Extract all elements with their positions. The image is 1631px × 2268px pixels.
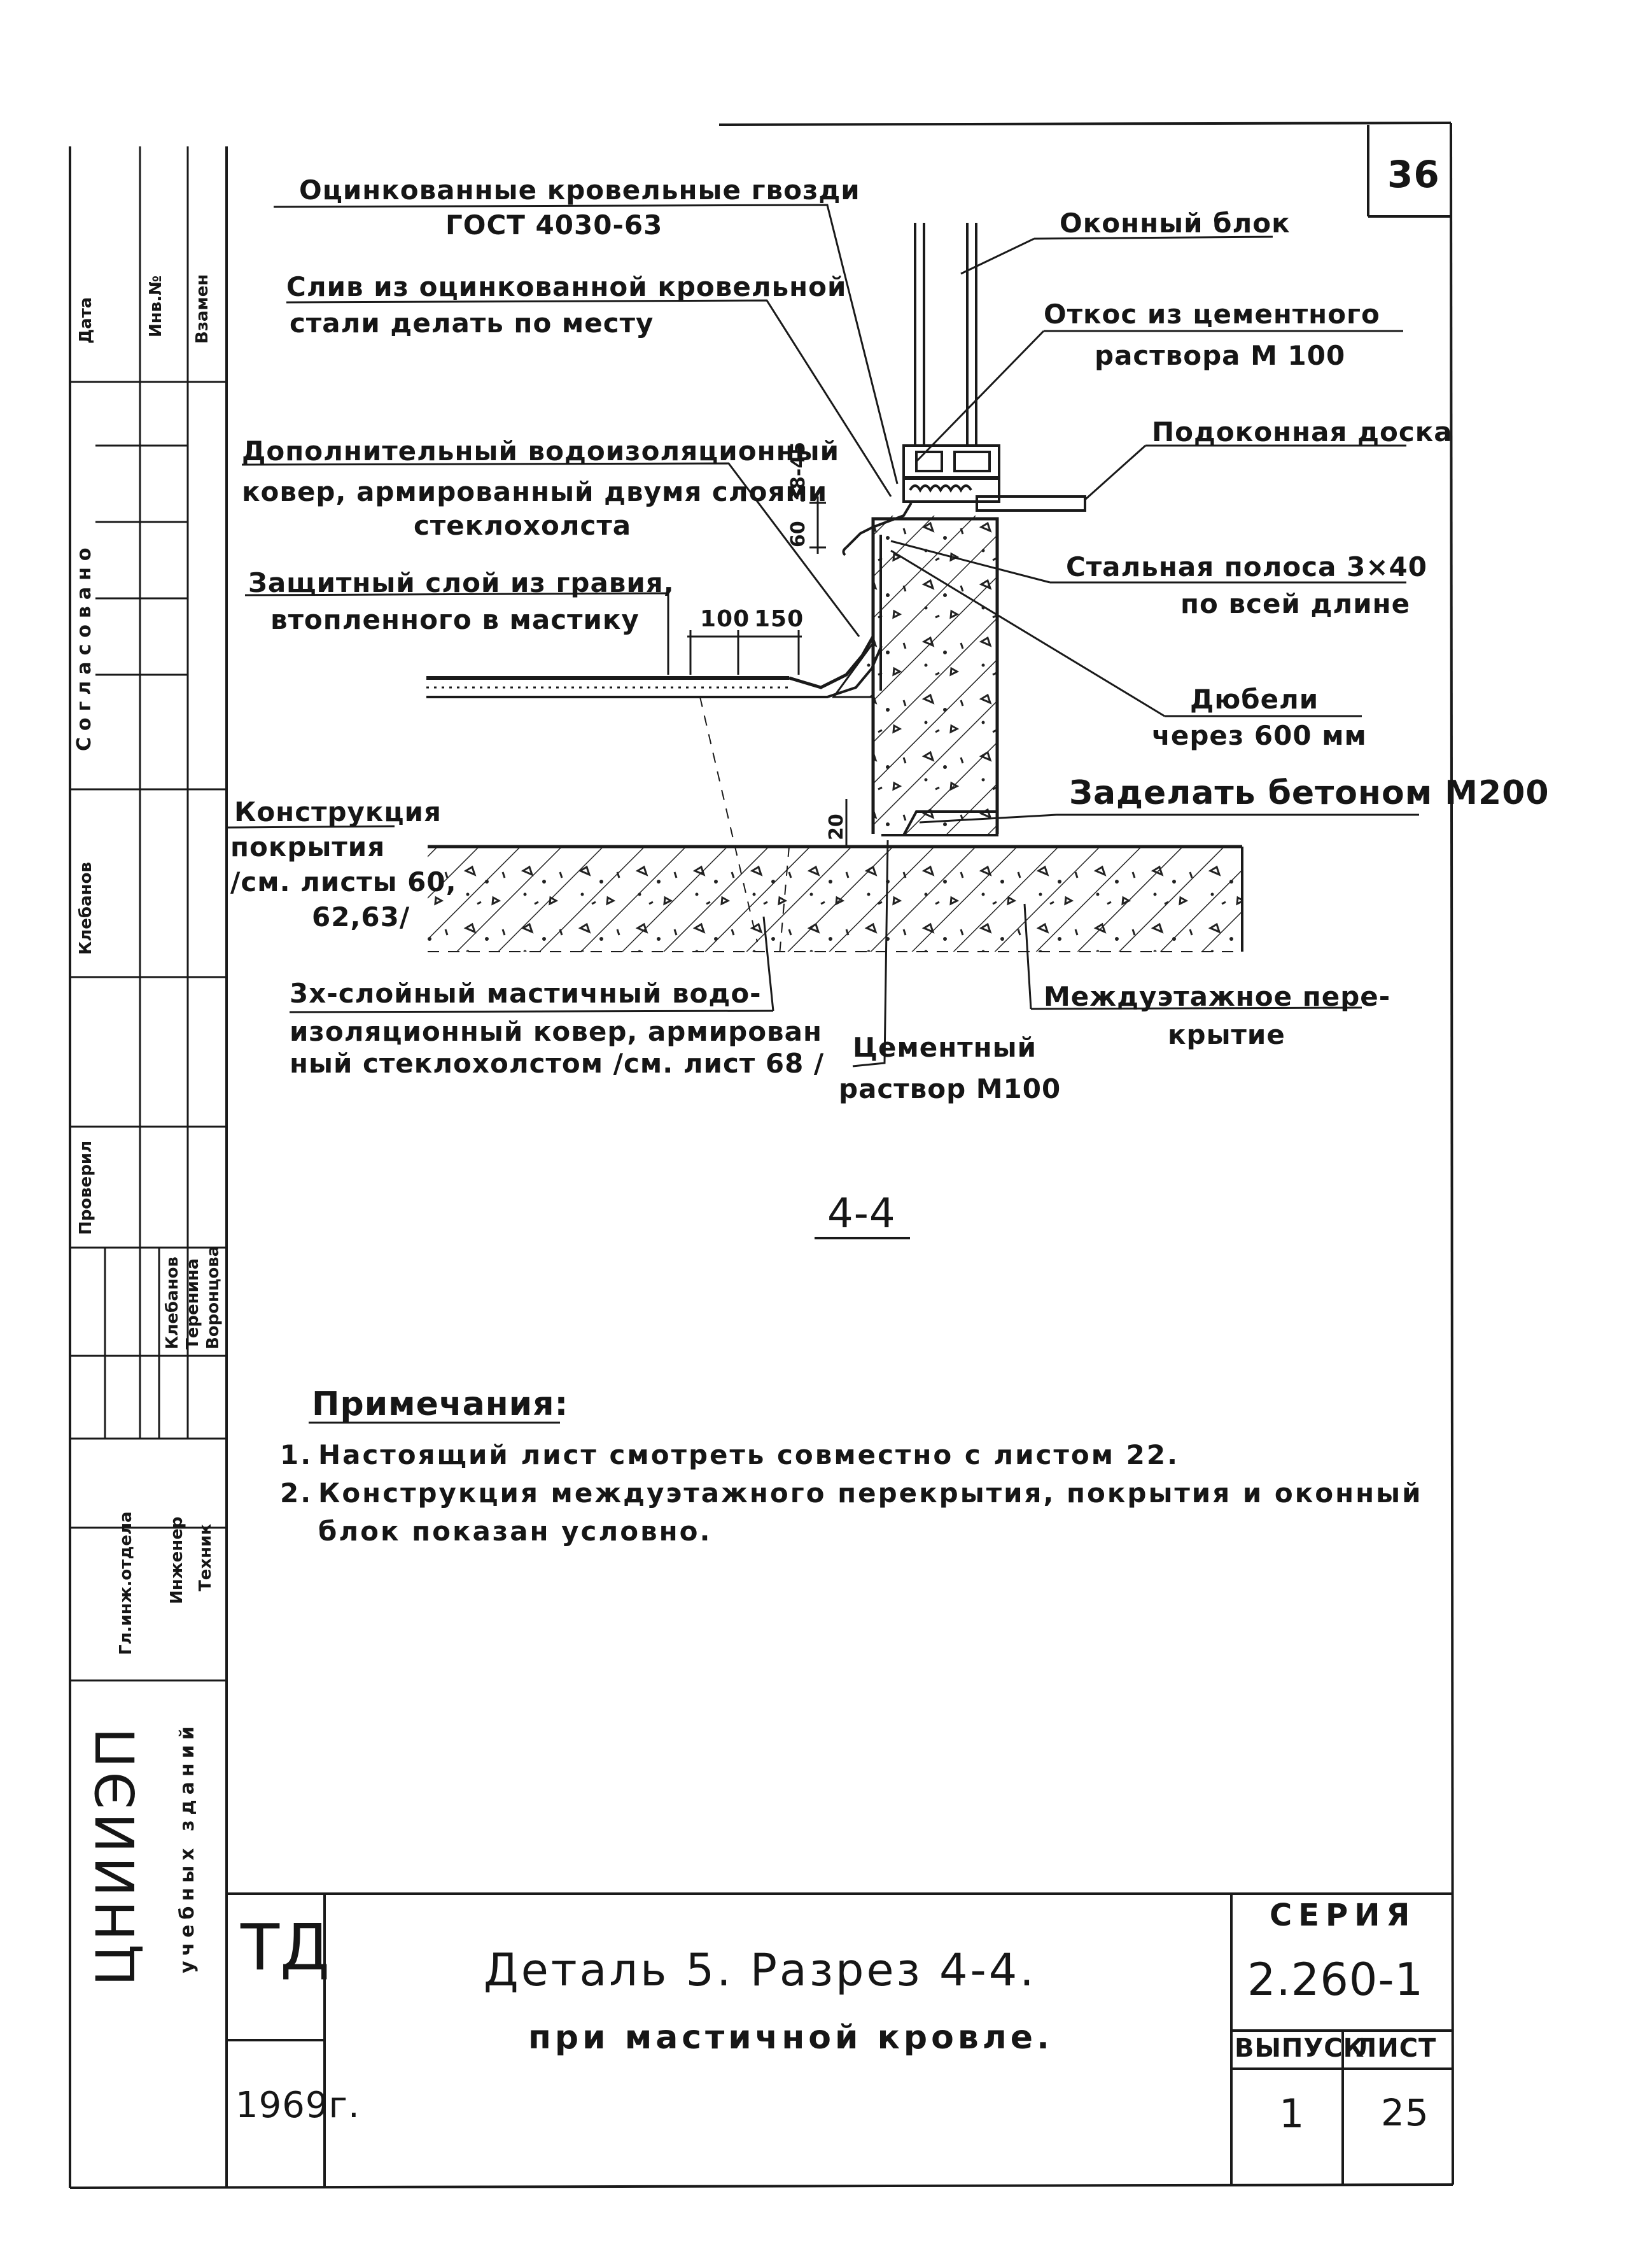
stamp-klebanov: Клебанов <box>76 862 95 955</box>
stamp-org: ЦНИИЭП <box>85 1724 147 1986</box>
callout-dowels: Дюбели <box>1190 684 1319 715</box>
callout-steel-strip-2: по всей длине <box>1180 588 1411 619</box>
issue-label: ВЫПУСК <box>1235 2034 1365 2063</box>
callout-cement-mortar-2: раствор М100 <box>839 1073 1061 1104</box>
callout-extra-carpet-3: стеклохолста <box>414 510 632 541</box>
construction-lines <box>699 696 790 955</box>
callout-mastic-carpet-3: ный стеклохолстом /см. лист 68 / <box>290 1048 825 1079</box>
callout-mastic-carpet: 3х-слойный мастичный водо- <box>290 978 762 1009</box>
dim-150: 150 <box>754 606 804 632</box>
sheet-number: 36 <box>1387 153 1440 196</box>
stamp-org-sub: учебных зданий <box>176 1721 199 1973</box>
wall-parapet <box>871 516 999 836</box>
title-td: ТД <box>241 1910 331 1985</box>
stamp-name-1: Клебанов <box>163 1257 182 1349</box>
callout-extra-carpet: Дополнительный водоизоляционный <box>242 435 840 467</box>
callout-roof-construction-2: покрытия <box>230 831 386 863</box>
floor-slab <box>428 845 1243 952</box>
stamp-role-3: Техник <box>196 1524 215 1591</box>
callout-drip-2: стали делать по месту <box>290 307 654 339</box>
stamp-name-3: Воронцова <box>204 1245 223 1349</box>
series-label: СЕРИЯ <box>1270 1898 1417 1933</box>
stamp-date: Дата <box>76 297 95 344</box>
note-2-continuation: блок показан условно. <box>318 1516 712 1547</box>
note-1-number: 1. <box>280 1439 313 1470</box>
leader-lines <box>227 204 1419 1067</box>
callout-steel-strip: Стальная полоса 3×40 <box>1066 551 1427 582</box>
roof-layers <box>426 635 883 698</box>
callout-mastic-carpet-2: изоляционный ковер, армирован <box>290 1016 822 1047</box>
dim-20: 20 <box>825 814 848 840</box>
dimension-lines <box>687 497 856 848</box>
callout-drip: Слив из оцинкованной кровельной <box>286 271 847 302</box>
stamp-vzamen: Взамен <box>193 274 212 344</box>
dim-38-45: 38-45 <box>787 442 809 503</box>
note-2-number: 2. <box>280 1477 313 1509</box>
callout-sill-board: Подоконная доска <box>1152 416 1453 447</box>
issue-value: 1 <box>1279 2090 1305 2137</box>
sill-board <box>976 495 1086 512</box>
callout-cement-mortar: Цементный <box>853 1032 1037 1063</box>
title-block-grid <box>227 1892 1452 2187</box>
callout-floor-slab-2: крытие <box>1168 1019 1285 1050</box>
title-year: 1969г. <box>235 2085 360 2126</box>
callout-nails: Оцинкованные кровельные гвозди <box>299 174 860 206</box>
stamp-name-2: Теренина <box>183 1258 202 1349</box>
stamp-role-1: Гл.инж.отдела <box>116 1511 136 1655</box>
dim-100: 100 <box>700 606 750 632</box>
callout-nails-gost: ГОСТ 4030-63 <box>445 209 663 241</box>
sheet-number-box <box>1367 125 1452 218</box>
side-stamp-grid <box>70 146 227 1682</box>
note-1-text: Настоящий лист смотреть совместно с лист… <box>318 1439 1180 1470</box>
callout-slope: Откос из цементного <box>1044 299 1380 330</box>
sheet-frame <box>69 122 1454 2189</box>
callout-slope-2: раствора М 100 <box>1095 340 1346 371</box>
sheet-value: 25 <box>1381 2091 1429 2134</box>
dim-60: 60 <box>787 521 809 547</box>
stamp-soglasovano: Согласовано <box>73 541 95 751</box>
callout-dowels-2: через 600 мм <box>1152 720 1367 751</box>
drawing-subtitle: при мастичной кровле. <box>528 2018 1053 2057</box>
callout-gravel: Защитный слой из гравия, <box>248 567 675 598</box>
callout-roof-construction: Конструкция <box>234 796 442 828</box>
stamp-role-2: Инженер <box>167 1516 186 1604</box>
notes-title: Примечания: <box>312 1385 569 1423</box>
callout-floor-slab: Междуэтажное пере- <box>1044 981 1391 1012</box>
callout-embed-concrete: Заделать бетоном М200 <box>1069 774 1550 812</box>
note-2-text: Конструкция междуэтажного перекрытия, по… <box>318 1477 1423 1509</box>
stamp-proveril: Проверил <box>76 1140 95 1235</box>
callout-roof-construction-4: 62,63/ <box>312 901 410 933</box>
section-label: 4-4 <box>827 1190 896 1237</box>
callout-gravel-2: втопленного в мастику <box>270 604 640 635</box>
callout-roof-construction-3: /см. листы 60, <box>230 866 457 898</box>
callout-extra-carpet-2: ковер, армированный двумя слоями <box>242 476 828 507</box>
sheet-label: ЛИСТ <box>1355 2034 1437 2063</box>
callout-window-block: Оконный блок <box>1060 208 1291 239</box>
drawing-title: Деталь 5. Разрез 4-4. <box>484 1944 1037 1996</box>
series-value: 2.260-1 <box>1247 1954 1424 2006</box>
stamp-inv: Инв.№ <box>146 275 165 337</box>
